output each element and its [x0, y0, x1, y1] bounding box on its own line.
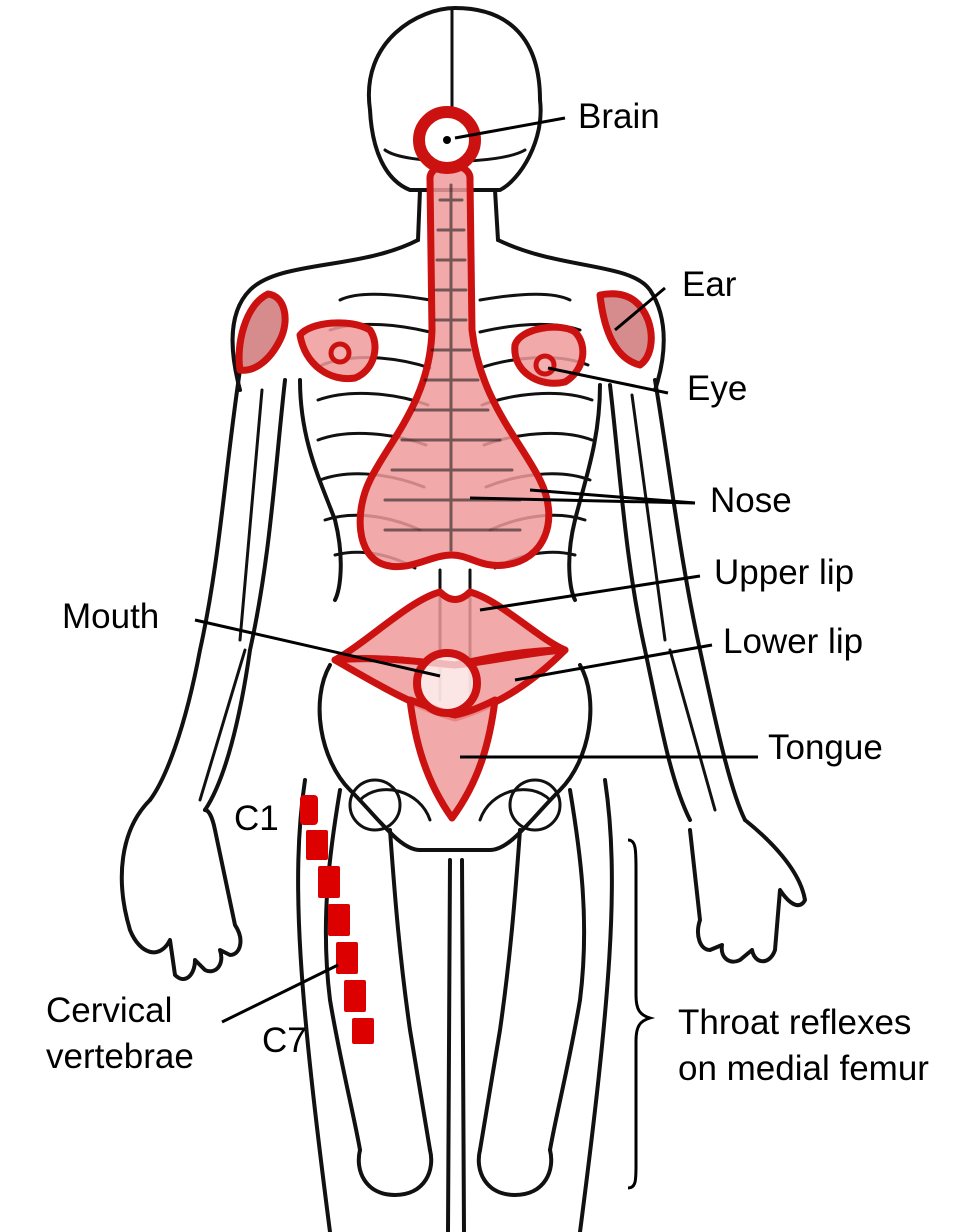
torso-outline	[298, 378, 602, 602]
vertebra-c6	[344, 980, 366, 1012]
vertebra-c5	[336, 942, 358, 974]
label-c1: C1	[234, 799, 279, 838]
leader-lower-lip	[514, 643, 713, 682]
labels: Brain Ear Eye Nose Upper lip Mouth Lower…	[46, 97, 929, 1088]
label-nose: Nose	[710, 481, 792, 520]
cervical-vertebrae	[300, 795, 374, 1044]
leader-upper-lip	[479, 574, 701, 612]
throat-brace	[627, 838, 656, 1190]
leader-brain	[454, 116, 566, 140]
left-ear-zone	[235, 290, 289, 374]
reflex-zones	[235, 106, 655, 1044]
leader-ear	[614, 286, 666, 332]
label-throat-line1: Throat reflexes	[678, 1003, 911, 1042]
leader-nose-1	[469, 496, 696, 505]
tongue-zone	[406, 696, 499, 822]
label-cervical-line1: Cervical	[46, 991, 172, 1030]
left-hand	[119, 798, 243, 981]
right-arm	[608, 378, 747, 822]
vertebra-c1	[300, 795, 318, 825]
leader-lines	[194, 116, 758, 1190]
leader-cervical	[221, 963, 339, 1024]
pelvis-outline	[317, 663, 593, 852]
vertebra-c4	[328, 904, 350, 936]
nose-zone	[356, 161, 553, 571]
label-upper-lip: Upper lip	[714, 553, 854, 592]
label-cervical-line2: vertebrae	[46, 1037, 194, 1076]
label-lower-lip: Lower lip	[723, 622, 863, 661]
label-mouth: Mouth	[62, 597, 159, 636]
skull	[366, 6, 543, 192]
label-ear: Ear	[682, 265, 737, 304]
leader-mouth	[194, 618, 441, 678]
leader-eye	[547, 366, 669, 395]
label-eye: Eye	[687, 369, 747, 408]
label-brain: Brain	[578, 97, 660, 136]
vertebra-c3	[318, 866, 340, 898]
shoulder-outline	[230, 238, 666, 392]
left-femur	[323, 788, 432, 1152]
vertebra-c7	[352, 1018, 374, 1044]
label-tongue: Tongue	[768, 728, 883, 767]
leader-nose-2	[529, 488, 696, 505]
right-hand	[688, 818, 807, 964]
right-femur	[478, 788, 587, 1152]
label-throat-line2: on medial femur	[678, 1049, 929, 1088]
vertebra-c2	[306, 830, 328, 860]
mouth-zone	[413, 649, 481, 717]
label-c7: C7	[262, 1021, 307, 1060]
